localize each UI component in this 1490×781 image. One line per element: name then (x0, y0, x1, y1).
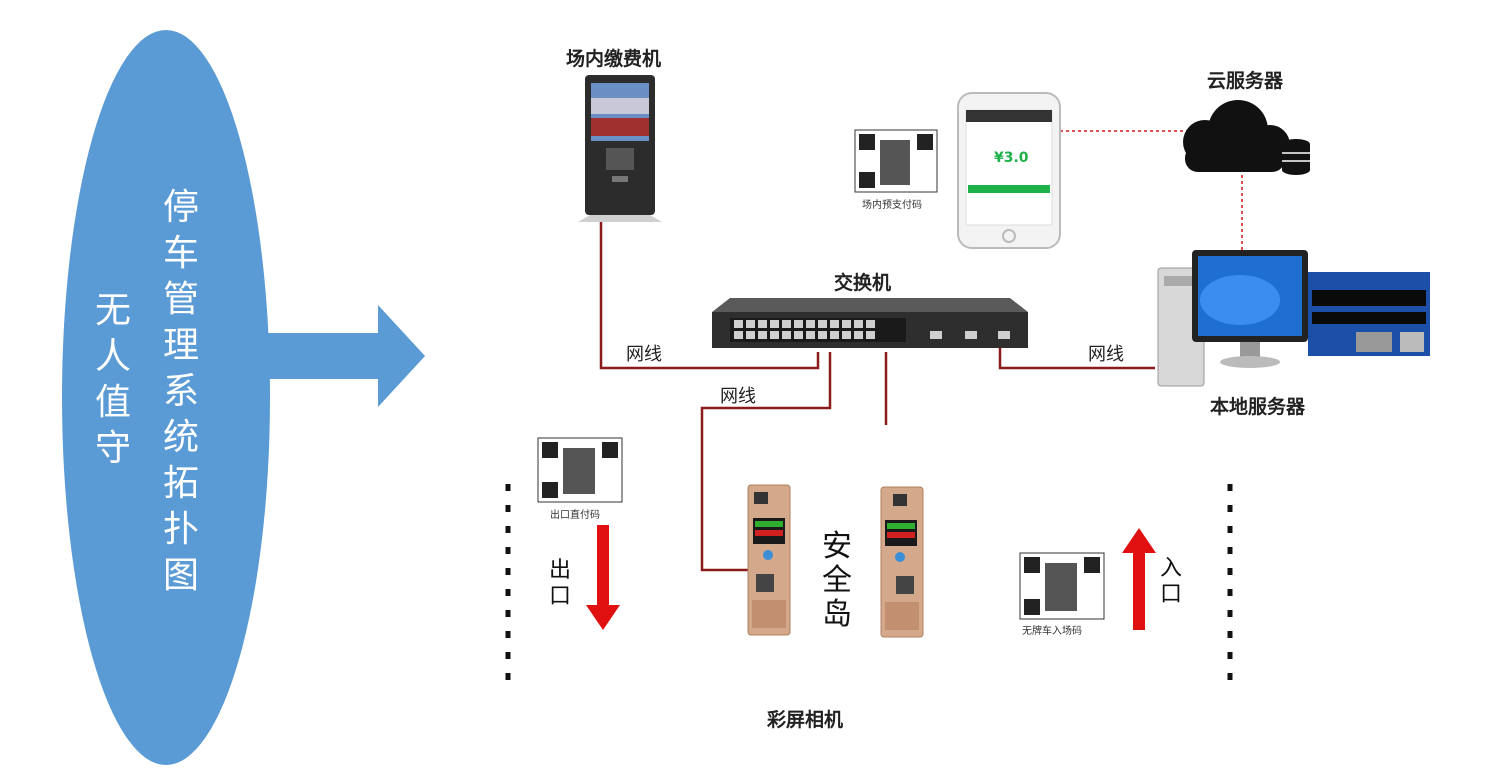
exit-label: 出口 (548, 558, 571, 609)
camera-right-icon (880, 486, 924, 638)
system-subtitle: 无人值守 (94, 290, 131, 469)
safety-island-label: 安全岛 (822, 529, 852, 632)
qr-exit-caption: 出口直付码 (550, 510, 600, 521)
exit-arrow-icon (586, 525, 620, 630)
kiosk-icon (578, 75, 662, 222)
server-wire-label: 网线 (1088, 344, 1124, 365)
phone-amount: ¥3.0 (994, 150, 1029, 166)
qr-entry-icon (1019, 552, 1105, 620)
camera-wire-label: 网线 (720, 386, 756, 407)
kiosk-label: 场内缴费机 (566, 48, 662, 70)
wire-switch-server (998, 348, 1155, 370)
entry-arrow-icon (1122, 528, 1156, 630)
phone-icon (957, 92, 1061, 249)
cloud-server-label: 云服务器 (1207, 70, 1284, 92)
switch-icon (712, 298, 1028, 348)
local-server-icon (1157, 250, 1430, 387)
camera-label: 彩屏相机 (767, 709, 844, 731)
qr-entry-caption: 无牌车入场码 (1022, 626, 1082, 637)
local-server-label: 本地服务器 (1210, 396, 1306, 418)
blue-arrow (268, 305, 425, 407)
entrance-label: 入口 (1159, 556, 1182, 607)
qr-inner-caption: 场内预支付码 (862, 200, 922, 211)
camera-left-icon (747, 484, 791, 636)
qr-inner-icon (854, 129, 938, 193)
qr-exit-icon (537, 437, 623, 503)
switch-label: 交换机 (834, 272, 892, 294)
system-ellipse (62, 30, 270, 765)
cloud-icon (1183, 100, 1310, 175)
kiosk-wire-label: 网线 (626, 344, 662, 365)
system-title: 停车管理系统拓扑图 (162, 187, 199, 596)
wire-kiosk-switch (599, 218, 820, 370)
wire-camera-switch (700, 352, 832, 572)
